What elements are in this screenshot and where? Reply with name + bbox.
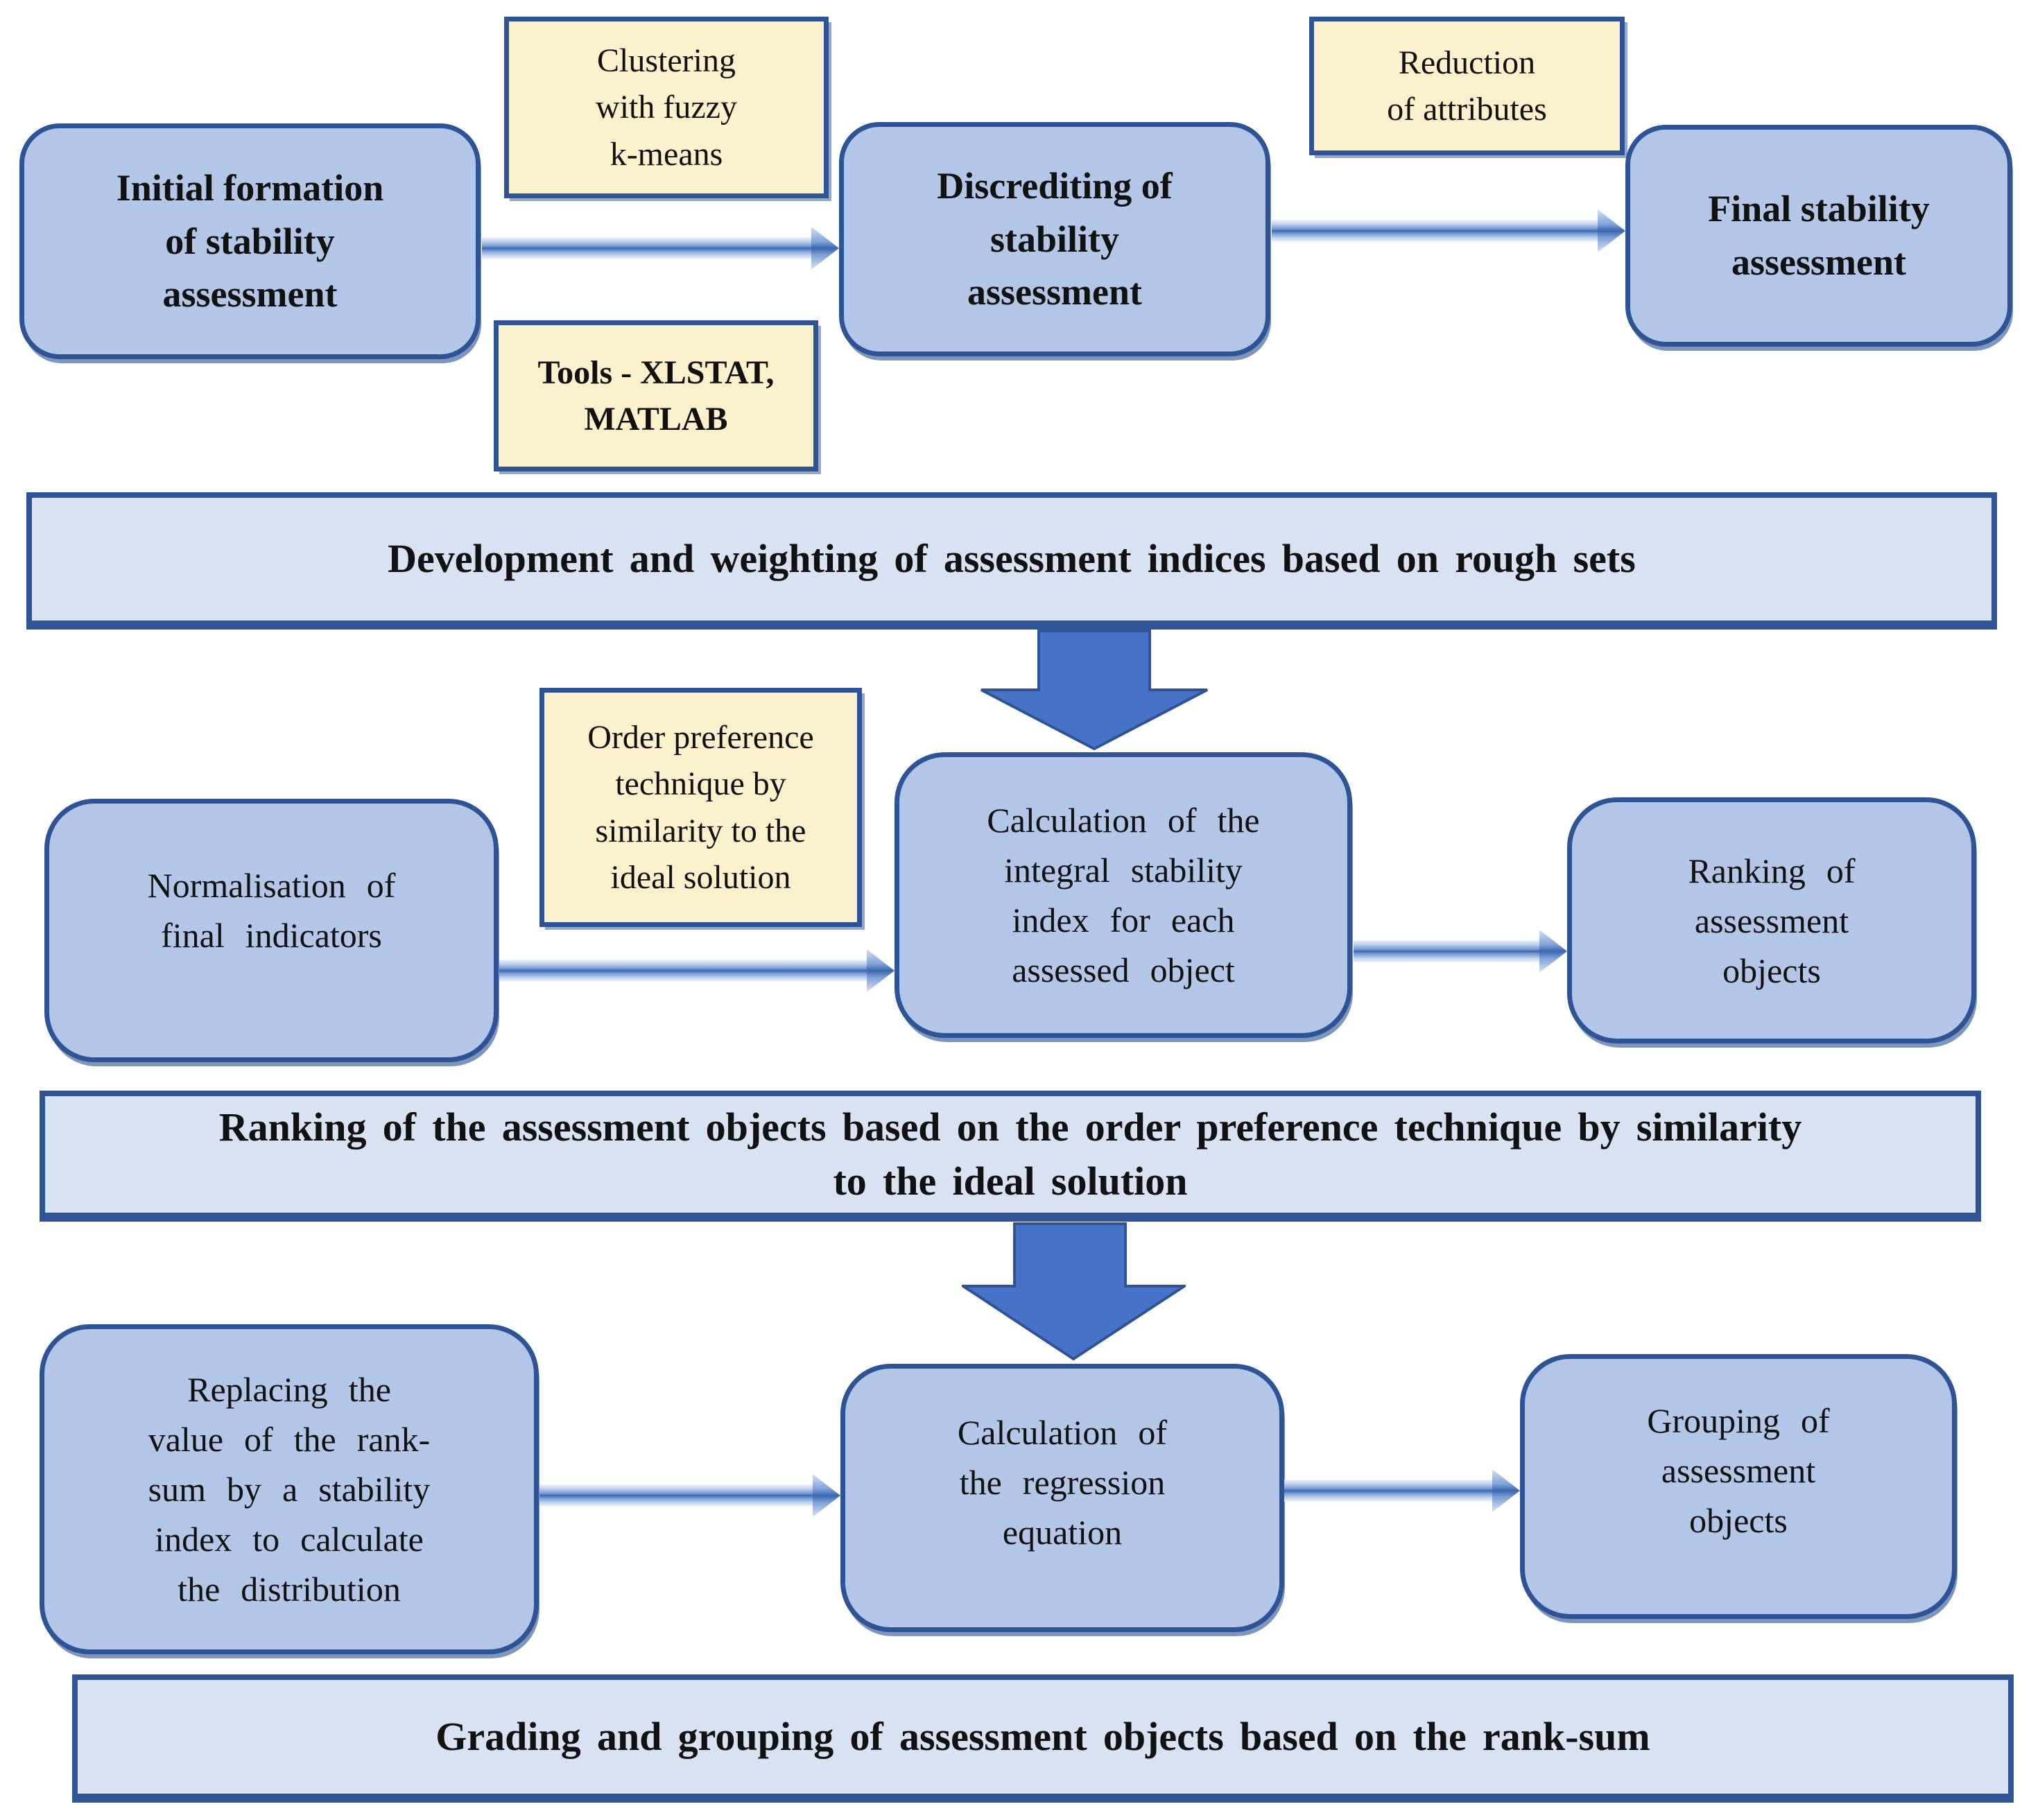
text-line: assessed object <box>1012 951 1235 989</box>
text-line: sum by a stability <box>148 1470 431 1509</box>
discrediting-box: Discrediting of stability assessment <box>839 122 1270 356</box>
arrow-shaft <box>482 237 815 259</box>
text-line: objects <box>1689 1501 1788 1540</box>
arrow-head-icon <box>1598 209 1625 252</box>
text-line: Grading and grouping of assessment objec… <box>435 1713 1650 1759</box>
text-line: to the ideal solution <box>833 1159 1188 1204</box>
normalisation-box: Normalisation of final indicators <box>44 799 499 1062</box>
grading-banner: Grading and grouping of assessment objec… <box>72 1674 2014 1803</box>
tools-note: Tools - XLSTAT, MATLAB <box>494 320 818 471</box>
text-line: Replacing the <box>187 1370 391 1409</box>
text-line: Grouping of <box>1647 1401 1830 1440</box>
text-line: Initial formation <box>116 166 384 209</box>
text-line: similarity to the <box>595 812 806 849</box>
arrow-replacing-to-regression <box>539 1474 840 1517</box>
text-line: assessment <box>1694 901 1849 940</box>
text-line: equation <box>1002 1512 1123 1552</box>
text-line: assessment <box>1661 1451 1816 1490</box>
integral-index-box: Calculation of the integral stability in… <box>895 752 1352 1038</box>
arrow-head-icon <box>811 227 839 270</box>
arrow-head-icon <box>1492 1469 1520 1512</box>
text-line: Tools - XLSTAT, <box>537 354 775 391</box>
text-line: the regression <box>959 1462 1166 1502</box>
text-line: stability <box>990 218 1120 260</box>
ranking-objects-box: Ranking of assessment objects <box>1567 797 1976 1043</box>
arrow-shaft <box>1354 940 1544 962</box>
text-line: assessment <box>967 271 1142 313</box>
down-arrow-to-regression <box>962 1222 1186 1361</box>
text-line: assessment <box>1731 241 1906 283</box>
text-line: value of the rank- <box>148 1420 431 1459</box>
text-line: the distribution <box>178 1570 401 1609</box>
final-assessment-box: Final stability assessment <box>1625 125 2012 347</box>
text-line: Discrediting of <box>937 164 1173 207</box>
text-line: Final stability <box>1708 188 1930 230</box>
text-line: of attributes <box>1387 91 1547 128</box>
arrow-discrediting-to-final <box>1272 209 1625 252</box>
order-preference-note: Order preference technique by similarity… <box>539 688 862 927</box>
arrow-shaft <box>499 960 871 982</box>
text-line: k-means <box>610 135 723 173</box>
text-line: Clustering <box>597 42 736 80</box>
arrow-shaft <box>1272 220 1602 242</box>
text-line: index for each <box>1012 901 1235 939</box>
arrow-integral-to-ranking <box>1354 930 1567 973</box>
text-line: Reduction <box>1398 44 1536 81</box>
text-line: objects <box>1722 951 1821 990</box>
arrow-head-icon <box>1539 930 1567 973</box>
arrow-shaft <box>1284 1480 1496 1502</box>
replacing-rank-sum-box: Replacing the value of the rank- sum by … <box>40 1324 539 1654</box>
arrow-initial-to-discrediting <box>482 227 839 270</box>
text-line: Calculation of <box>957 1412 1168 1452</box>
arrow-head-icon <box>813 1474 840 1517</box>
text-line: Ranking of the assessment objects based … <box>218 1104 1802 1150</box>
text-line: Ranking of <box>1688 851 1856 890</box>
initial-formation-box: Initial formation of stability assessmen… <box>19 123 481 359</box>
text-line: with fuzzy <box>596 89 737 126</box>
text-line: Development and weighting of assessment … <box>388 536 1636 582</box>
regression-equation-box: Calculation of the regression equation <box>840 1364 1284 1632</box>
arrow-regression-to-grouping <box>1284 1469 1520 1512</box>
text-line: of stability <box>165 220 335 262</box>
text-line: technique by <box>615 765 786 803</box>
arrow-shaft <box>539 1484 817 1507</box>
text-line: Order preference <box>587 719 814 756</box>
rough-sets-banner: Development and weighting of assessment … <box>26 492 1997 630</box>
text-line: Calculation of the <box>987 801 1260 840</box>
text-line: MATLAB <box>584 401 728 437</box>
text-line: final indicators <box>161 916 382 955</box>
down-arrow-to-integral <box>980 630 1209 750</box>
arrow-head-icon <box>867 949 895 992</box>
text-line: index to calculate <box>155 1520 424 1559</box>
reduction-note: Reduction of attributes <box>1309 17 1625 155</box>
text-line: assessment <box>162 273 338 315</box>
block-down-arrow-icon <box>980 630 1208 750</box>
text-line: Normalisation of <box>147 866 396 905</box>
grouping-objects-box: Grouping of assessment objects <box>1520 1354 1957 1619</box>
text-line: ideal solution <box>610 858 791 896</box>
clustering-note: Clustering with fuzzy k-means <box>504 17 829 198</box>
ranking-banner: Ranking of the assessment objects based … <box>40 1091 1981 1222</box>
text-line: integral stability <box>1004 851 1243 890</box>
block-down-arrow-icon <box>962 1222 1186 1361</box>
arrow-normalisation-to-integral <box>499 949 895 992</box>
